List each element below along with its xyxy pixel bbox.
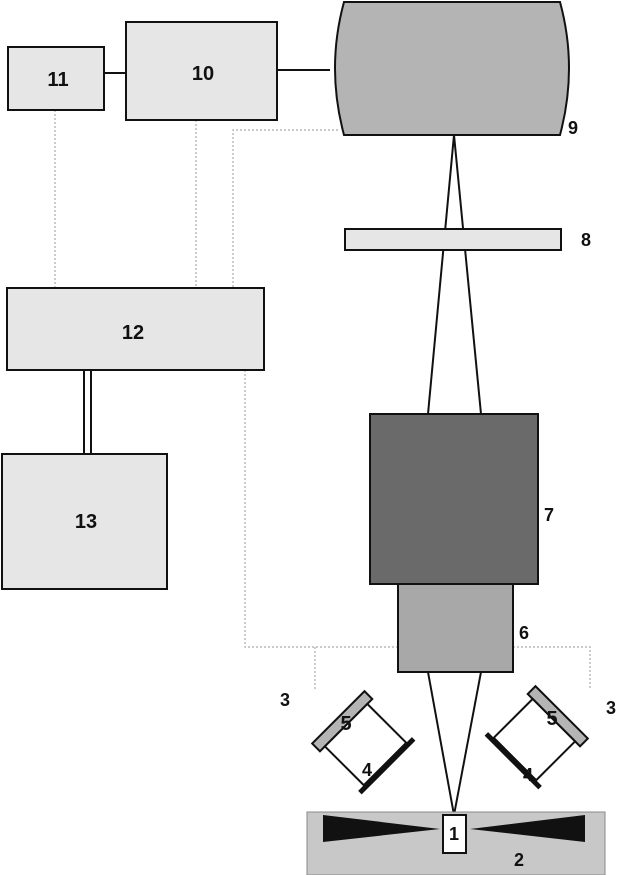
cylinder-9-body — [334, 0, 570, 136]
box-11-rect — [7, 46, 105, 111]
box-11-label: 11 — [47, 69, 68, 91]
left-bar-4 — [358, 737, 416, 795]
beam-rays — [427, 134, 482, 816]
label-4-left: 4 — [362, 760, 372, 780]
component-9-cylinder — [334, 0, 570, 136]
box-10-label: 10 — [192, 63, 214, 85]
right-holder-assembly — [484, 684, 590, 790]
label-7: 7 — [544, 505, 554, 525]
box-13-rect — [1, 453, 168, 590]
label-3-right: 3 — [606, 698, 616, 718]
box-12: 12 — [6, 287, 265, 371]
sample-1-label: 1 — [449, 824, 459, 844]
component-8-plate — [344, 228, 562, 251]
box-10-rect — [125, 21, 278, 121]
box-12-rect — [6, 287, 265, 371]
right-box-5-label: 5 — [546, 708, 557, 730]
base-right-wedge — [470, 815, 585, 842]
dotted-line-9-12 — [232, 129, 338, 288]
box-12-label: 12 — [122, 322, 144, 344]
label-8: 8 — [581, 230, 591, 250]
right-bar-4 — [484, 732, 542, 790]
right-box-5 — [492, 697, 577, 782]
solid-connections — [83, 69, 330, 455]
base-left-wedge — [323, 815, 440, 842]
label-9: 9 — [568, 118, 578, 138]
ray-1-right — [453, 671, 482, 816]
left-box-5-label: 5 — [340, 713, 351, 735]
dotted-connection-lines — [54, 110, 591, 690]
cable-12-13 — [83, 369, 92, 455]
callout-labels: 9 8 7 6 3 3 4 4 2 — [280, 118, 616, 870]
box-13-label: 13 — [75, 511, 97, 533]
box-10: 10 — [125, 21, 278, 121]
dotted-line-6-right-holder — [513, 646, 591, 688]
label-3-left: 3 — [280, 690, 290, 710]
ray-9-left — [427, 134, 455, 415]
component-1-sample: 1 — [442, 814, 467, 854]
label-4-right: 4 — [523, 765, 533, 785]
dotted-line-12-6 — [244, 370, 398, 648]
component-6-lens — [397, 583, 514, 673]
component-7-dark-box — [369, 413, 539, 585]
ray-1-left — [427, 671, 455, 816]
ray-9-right — [453, 134, 482, 415]
box-13: 13 — [1, 453, 168, 590]
label-2: 2 — [514, 850, 524, 870]
left-holder-assembly — [310, 689, 416, 795]
box-11: 11 — [7, 46, 105, 111]
label-6: 6 — [519, 623, 529, 643]
sample-1-rect — [442, 814, 467, 854]
